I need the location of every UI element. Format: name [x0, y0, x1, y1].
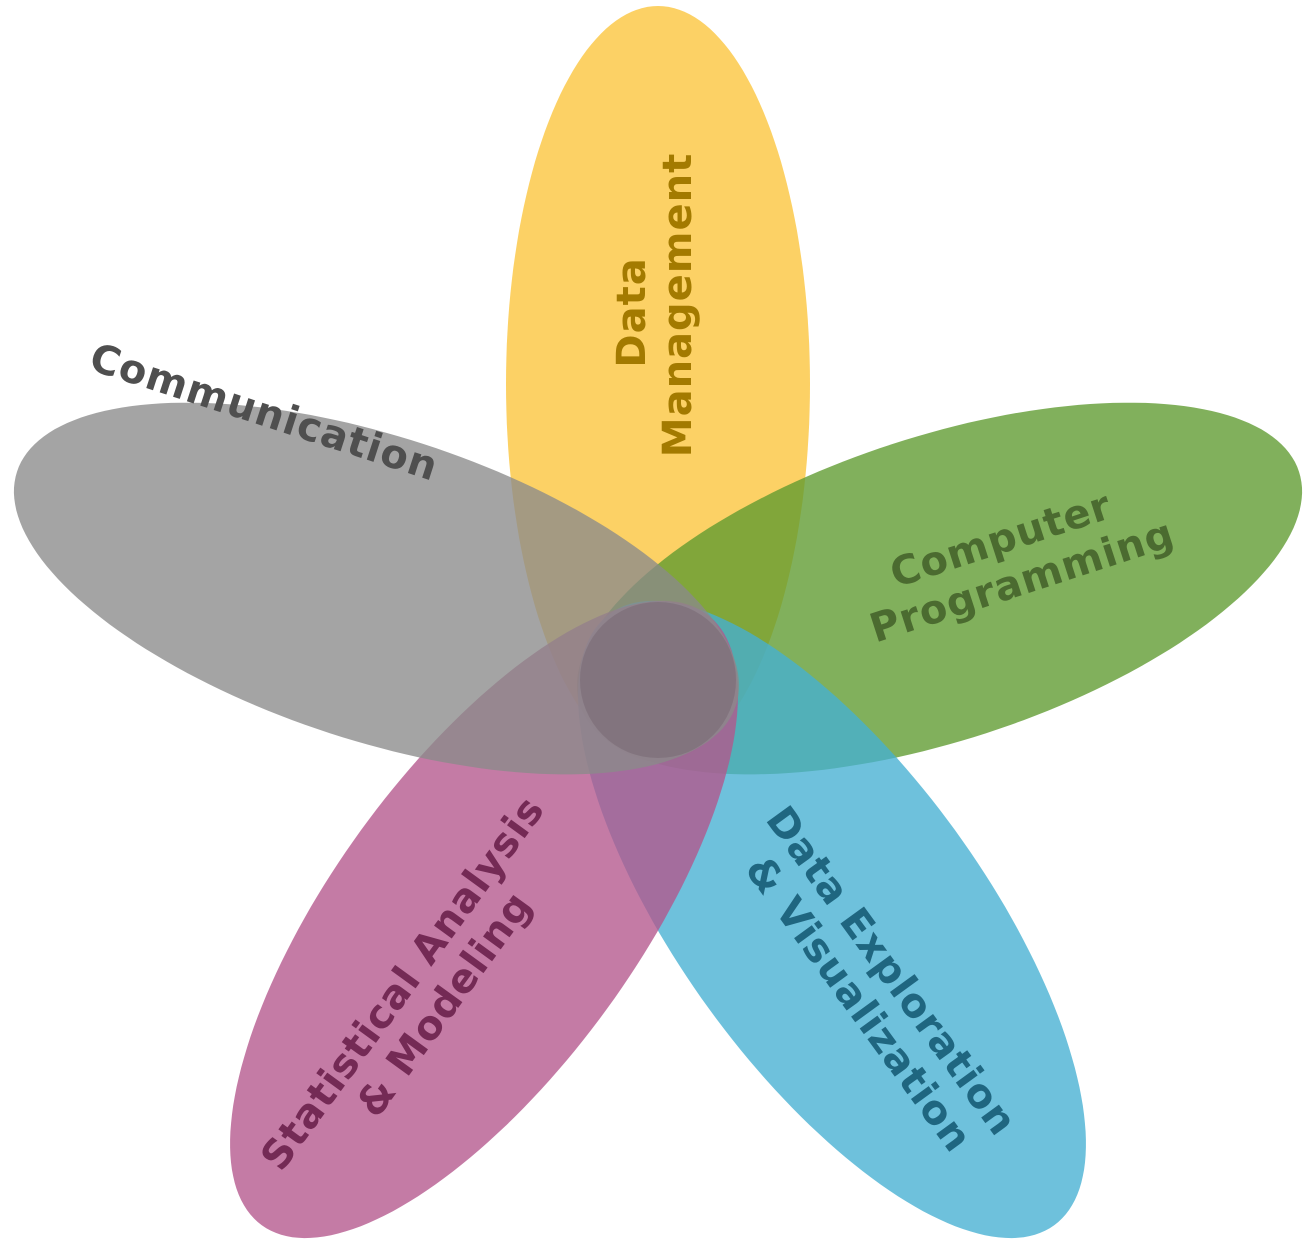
label-data-management: Data Management — [609, 153, 701, 457]
petal-communication — [13, 402, 739, 775]
center-circle — [580, 602, 736, 758]
